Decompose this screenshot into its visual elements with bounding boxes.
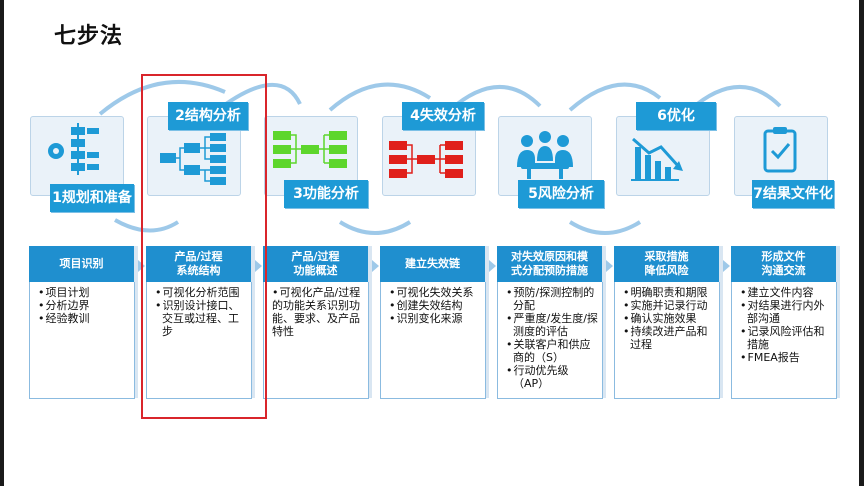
list-item: FMEA报告 <box>740 351 832 364</box>
step-2-label: 2结构分析 <box>168 102 248 130</box>
list-item: 可视化产品/过程的功能关系识别功能、要求、及产品特性 <box>272 286 364 338</box>
list-item: 持续改进产品和过程 <box>623 325 715 351</box>
column-shadow <box>719 246 723 398</box>
column-shadow <box>485 246 489 398</box>
step-1-body: 项目计划 分析边界 经验教训 <box>29 282 135 399</box>
step-4-label: 4失效分析 <box>402 102 484 130</box>
step-1-header: 项目识别 <box>29 246 134 282</box>
arrow-right-icon <box>372 260 379 272</box>
step-3-label: 3功能分析 <box>284 180 368 208</box>
function-tree-icon <box>273 131 347 168</box>
list-item: 严重度/发生度/探测度的评估 <box>506 312 598 338</box>
step-2-header: 产品/过程 系统结构 <box>146 246 251 282</box>
arrow-right-icon <box>489 260 496 272</box>
column-shadow <box>602 246 606 398</box>
decline-chart-icon <box>631 137 683 181</box>
step-1-icon-box <box>30 116 124 196</box>
list-item: 可视化分析范围 <box>155 286 247 299</box>
left-edge-bar <box>0 0 4 486</box>
step-7-body: 建立文件内容 对结果进行内外部沟通 记录风险评估和措施 FMEA报告 <box>731 282 837 399</box>
step-5-body: 预防/探测控制的分配 严重度/发生度/探测度的评估 关联客户和供应商的（S） 行… <box>497 282 603 399</box>
structure-tree-icon <box>160 133 226 185</box>
step-3-body: 可视化产品/过程的功能关系识别功能、要求、及产品特性 <box>263 282 369 399</box>
page-title: 七步法 <box>54 24 124 49</box>
list-item: 可视化失效关系 <box>389 286 481 299</box>
arrow-right-icon <box>723 260 730 272</box>
checklist-icon <box>763 127 797 173</box>
list-item: 行动优先级（AP） <box>506 364 598 390</box>
list-item: 对结果进行内外部沟通 <box>740 299 832 325</box>
step-4-body: 可视化失效关系 创建失效结构 识别变化来源 <box>380 282 486 399</box>
column-shadow <box>368 246 372 398</box>
failure-tree-icon <box>389 141 463 178</box>
list-item: 建立文件内容 <box>740 286 832 299</box>
step-5-label: 5风险分析 <box>518 180 604 208</box>
list-item: 经验教训 <box>38 312 130 325</box>
step-5-header: 对失效原因和模 式分配预防措施 <box>497 246 602 282</box>
arrow-right-icon <box>255 260 262 272</box>
list-item: 确认实施效果 <box>623 312 715 325</box>
team-meeting-icon <box>517 131 573 179</box>
step-3-header: 产品/过程 功能概述 <box>263 246 368 282</box>
list-item: 识别变化来源 <box>389 312 481 325</box>
step-6-label: 6优化 <box>636 102 716 130</box>
list-item: 预防/探测控制的分配 <box>506 286 598 312</box>
step-7-label: 7结果文件化 <box>752 180 834 208</box>
list-item: 记录风险评估和措施 <box>740 325 832 351</box>
step-7-header: 形成文件 沟通交流 <box>731 246 836 282</box>
list-item: 项目计划 <box>38 286 130 299</box>
step-6-body: 明确职责和期限 实施并记录行动 确认实施效果 持续改进产品和过程 <box>614 282 720 399</box>
column-shadow <box>836 246 840 398</box>
list-item: 实施并记录行动 <box>623 299 715 312</box>
step-6-header: 采取措施 降低风险 <box>614 246 719 282</box>
step-2-body: 可视化分析范围 识别设计接口、交互或过程、工步 <box>146 282 252 399</box>
workflow-icon <box>48 123 99 175</box>
column-shadow <box>251 246 255 398</box>
list-item: 创建失效结构 <box>389 299 481 312</box>
list-item: 识别设计接口、交互或过程、工步 <box>155 299 247 338</box>
column-shadow <box>134 246 138 398</box>
arrow-right-icon <box>606 260 613 272</box>
step-1-label: 1规划和准备 <box>50 184 134 212</box>
right-edge-bar <box>859 0 864 486</box>
list-item: 明确职责和期限 <box>623 286 715 299</box>
list-item: 关联客户和供应商的（S） <box>506 338 598 364</box>
list-item: 分析边界 <box>38 299 130 312</box>
step-4-header: 建立失效链 <box>380 246 485 282</box>
step-2-highlight-frame <box>141 74 267 419</box>
